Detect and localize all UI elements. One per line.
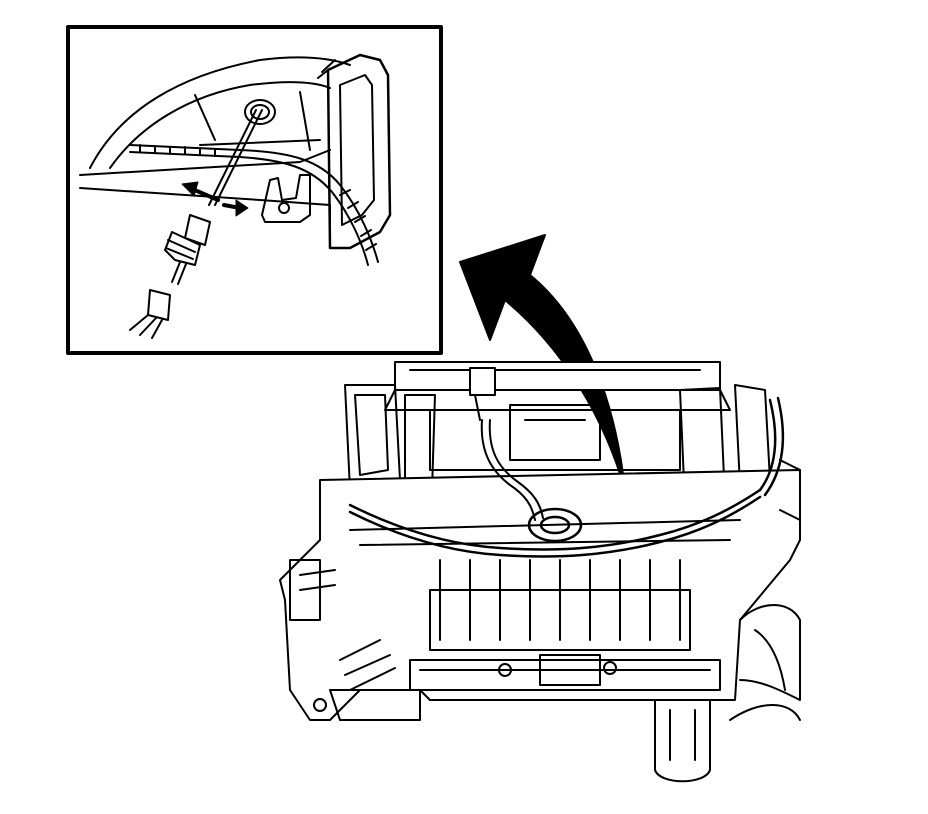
sensor-body <box>184 214 211 246</box>
callout-arrow <box>459 234 626 491</box>
direction-arrows <box>181 181 249 217</box>
sensor-connector <box>469 367 544 521</box>
retaining-clip <box>261 174 311 223</box>
connector <box>147 289 171 321</box>
sensor-port <box>244 99 276 125</box>
duct-housing <box>79 53 392 250</box>
inset-frame <box>66 25 443 355</box>
wire-harness <box>129 144 379 266</box>
harness <box>348 396 785 558</box>
sensor <box>129 109 263 339</box>
hvac-module-housing <box>279 361 801 783</box>
inset-detail <box>66 25 443 355</box>
